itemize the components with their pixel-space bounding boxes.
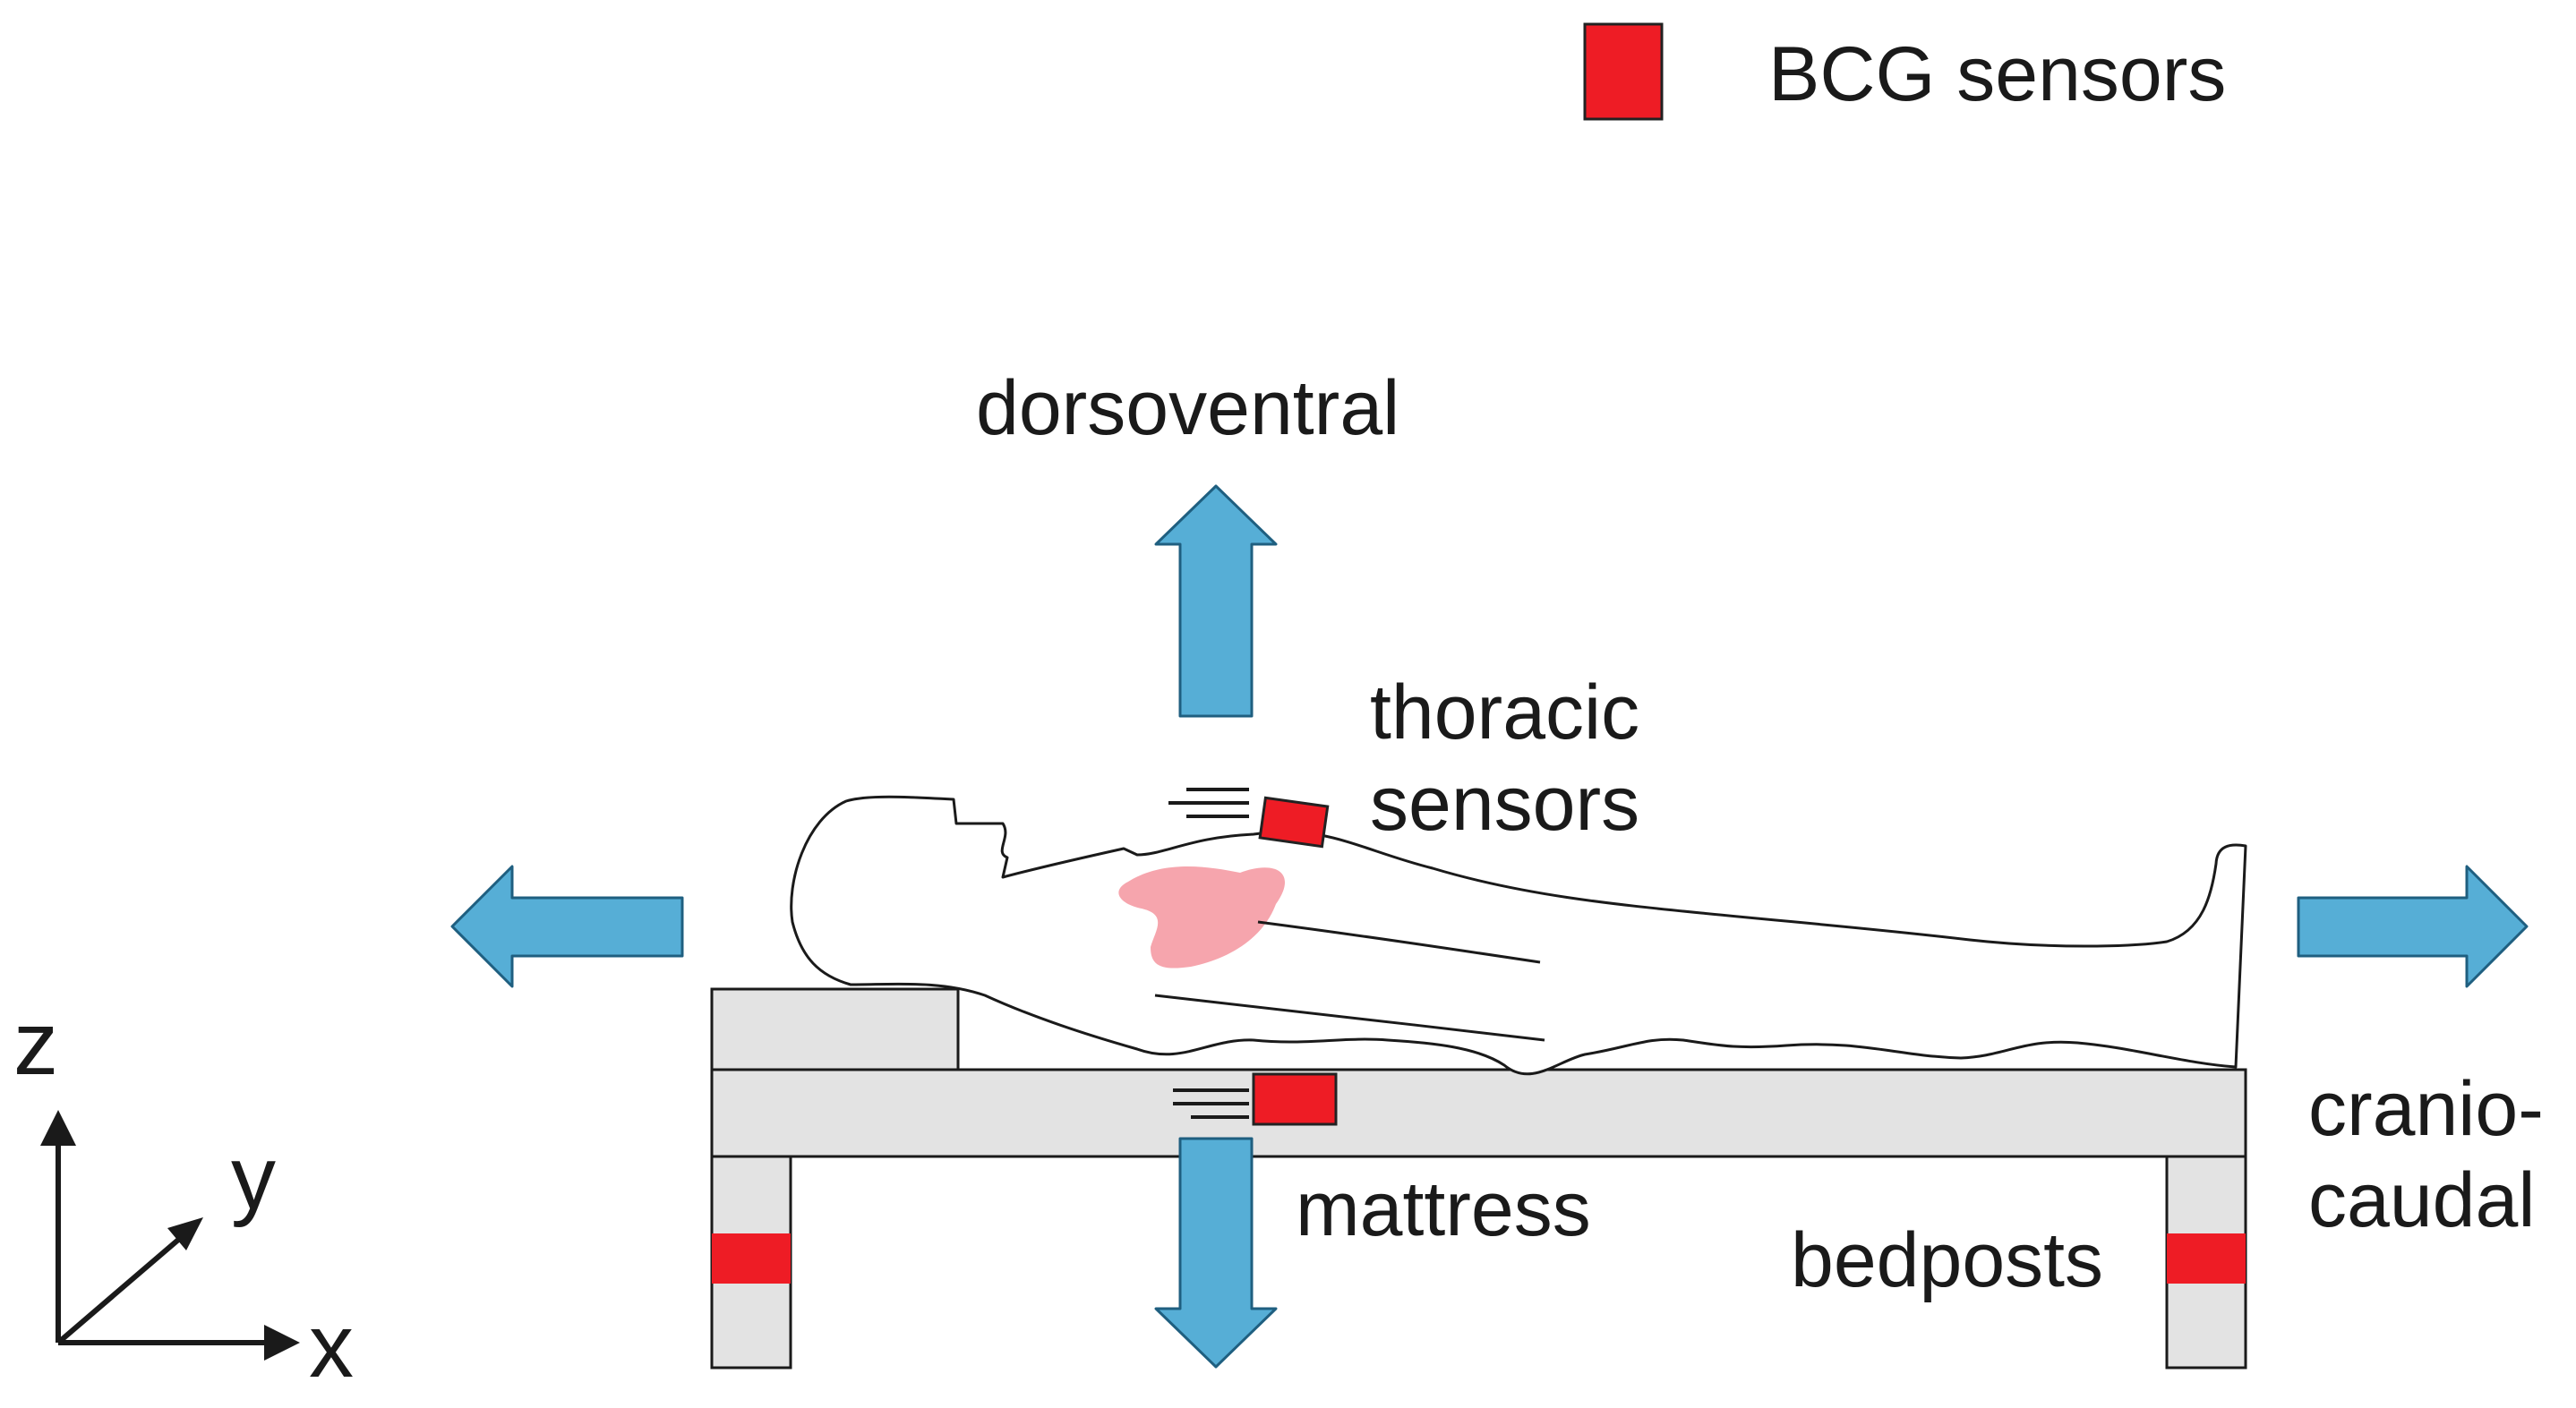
body-contour-lower: [1154, 994, 1545, 1042]
mattress-label: mattress: [1296, 1166, 1591, 1252]
thoracic-label-line1: thoracic: [1370, 670, 1639, 755]
mattress-board: [710, 1068, 2247, 1158]
axis-triad: [40, 1110, 300, 1361]
x-axis-arrowhead: [264, 1325, 300, 1361]
right-bedpost-sensor: [2167, 1233, 2246, 1284]
mattress-sensor: [1252, 1072, 1338, 1126]
dorsoventral-label: dorsoventral: [976, 365, 1399, 451]
craniocaudal-label-line1: cranio-: [2308, 1066, 2544, 1152]
z-axis-arrowhead: [40, 1110, 76, 1146]
bedposts-label: bedposts: [1791, 1217, 2103, 1303]
y-axis: [56, 1227, 192, 1345]
z-axis-label: z: [13, 994, 58, 1094]
direction-arrows: [450, 484, 2529, 1369]
craniocaudal-label-line2: caudal: [2308, 1157, 2535, 1243]
y-axis-arrowhead: [167, 1217, 203, 1250]
labels: dorsoventral thoracic sensors mattress b…: [13, 365, 2544, 1396]
pillow: [710, 987, 960, 1073]
legend: BCG sensors: [1583, 22, 2226, 121]
sensors: [712, 796, 2246, 1284]
heart-shape: [1118, 866, 1286, 969]
legend-sensor-swatch: [1583, 22, 1664, 121]
body-contour-upper: [1257, 920, 1541, 964]
y-axis-label: y: [231, 1128, 276, 1228]
craniocaudal-right-arrow: [2297, 865, 2529, 988]
mattress-vibration-lines: [1173, 1088, 1249, 1119]
legend-label: BCG sensors: [1768, 31, 2226, 117]
x-axis-label: x: [309, 1296, 354, 1396]
thoracic-label-line2: sensors: [1370, 761, 1639, 847]
dorsoventral-up-arrow: [1154, 484, 1278, 718]
thoracic-vibration-lines: [1168, 788, 1249, 818]
dorsoventral-down-arrow: [1154, 1137, 1278, 1369]
thoracic-sensor: [1258, 796, 1330, 849]
craniocaudal-left-arrow: [450, 865, 684, 988]
left-bedpost-sensor: [712, 1233, 791, 1284]
body-outline: [790, 795, 2247, 1076]
human-body: [790, 795, 2247, 1076]
